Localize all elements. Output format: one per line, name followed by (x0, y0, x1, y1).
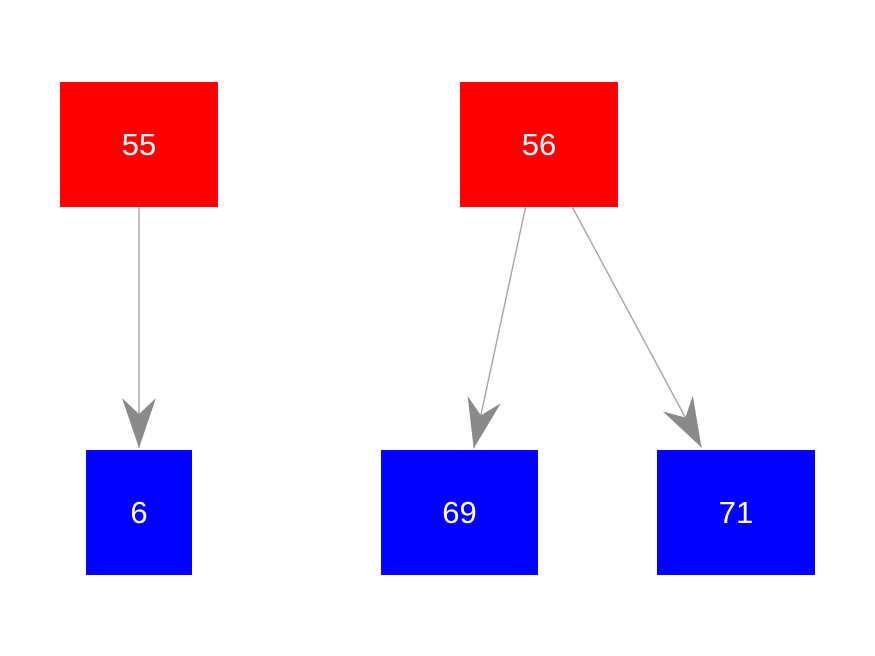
node-56-label: 56 (521, 127, 557, 162)
node-6[interactable]: 6 (86, 450, 192, 575)
edge-56-to-69[interactable] (467, 207, 527, 449)
node-55-label: 55 (121, 127, 157, 162)
node-55[interactable]: 55 (60, 82, 218, 207)
edge-56-to-71[interactable] (571, 207, 703, 448)
node-69-label: 69 (442, 495, 477, 530)
node-56[interactable]: 56 (460, 82, 618, 207)
node-71-label: 71 (718, 495, 754, 530)
node-6-label: 6 (130, 495, 148, 530)
node-69[interactable]: 69 (381, 450, 538, 575)
node-71[interactable]: 71 (657, 450, 815, 575)
